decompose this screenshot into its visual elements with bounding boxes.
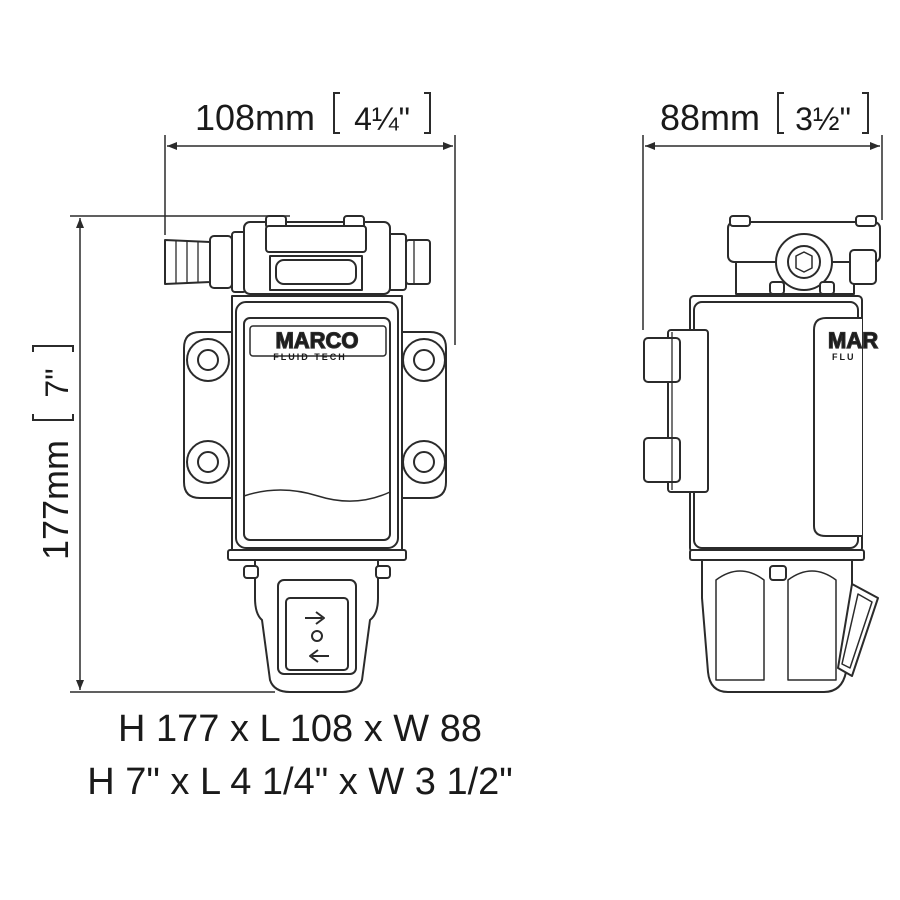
side-brand-subtext: FLU <box>832 352 856 362</box>
summary-imperial: H 7" x L 4 1/4" x W 3 1/2" <box>87 761 513 803</box>
front-width-metric: 108mm <box>195 97 315 138</box>
height-metric: 177mm <box>35 440 76 560</box>
side-width-metric: 88mm <box>660 97 760 138</box>
height-dimension <box>32 215 290 693</box>
height-imperial: 7" <box>39 368 75 397</box>
summary-metric: H 177 x L 108 x W 88 <box>117 708 482 750</box>
front-width-dimension <box>164 92 456 345</box>
side-width-dimension <box>642 92 883 330</box>
front-width-imperial: 4¼" <box>354 101 410 137</box>
pump-front-view <box>164 215 447 693</box>
brand-subtext: FLUID TECH <box>273 352 347 362</box>
pump-side-view <box>643 215 881 693</box>
side-width-imperial: 3½" <box>795 101 851 137</box>
brand-logo-text: MARCO <box>275 328 358 353</box>
side-brand-logo-text: MAR <box>828 328 878 353</box>
